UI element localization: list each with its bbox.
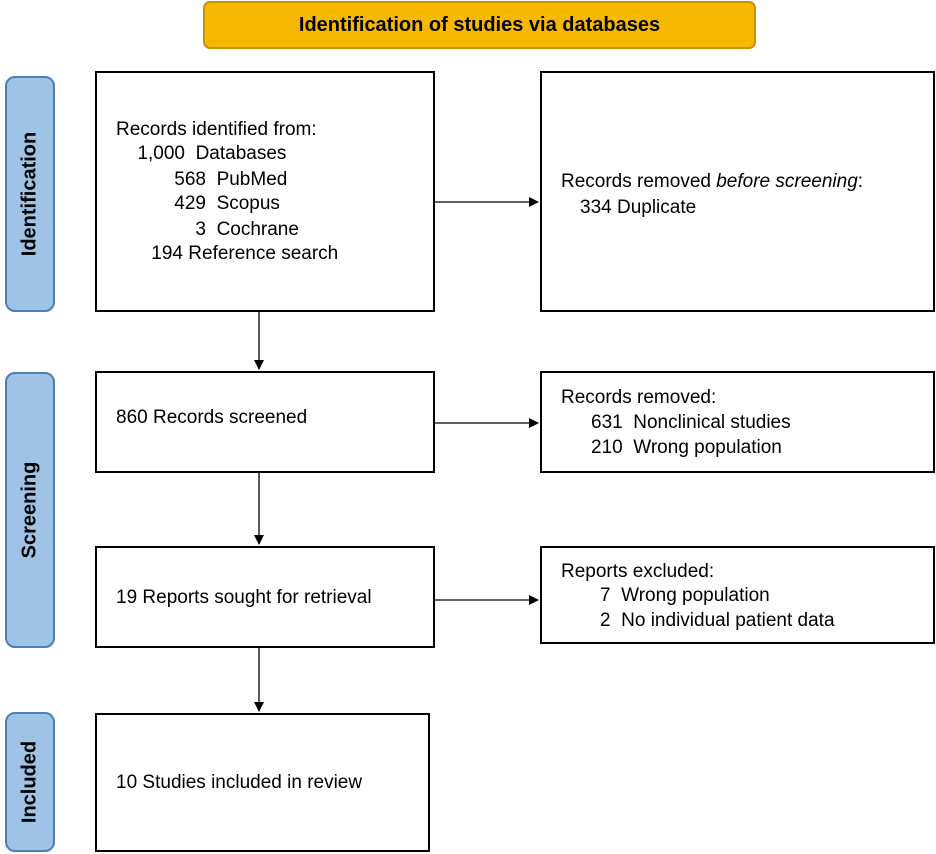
records-screened-label: Records screened: [152, 407, 308, 428]
reports-sought-row: 19 Reports sought for retrieval: [116, 586, 372, 610]
duplicate-label: Duplicate: [616, 197, 697, 218]
removed-before-heading: Records removed before screening:: [561, 170, 863, 194]
scopus-row: 429 Scopus: [97, 192, 280, 216]
records-screened-count: 860: [116, 407, 148, 428]
studies-included-count: 10: [116, 772, 138, 793]
reports-sought-box: 19 Reports sought for retrieval: [95, 546, 435, 648]
removed-before-emph: before screening: [716, 171, 858, 192]
excluded-wrong-population-label: Wrong population: [621, 585, 770, 606]
records-removed-heading: Records removed:: [561, 387, 717, 408]
studies-included-row: 10 Studies included in review: [116, 771, 362, 795]
databases-count: 1,000: [137, 143, 185, 164]
records-identified-box: Records identified from: 1,000 Databases…: [95, 71, 435, 312]
no-patient-data-label: No individual patient data: [621, 610, 835, 631]
duplicate-row: 334 Duplicate: [580, 196, 696, 220]
stage-screening: Screening: [5, 372, 55, 648]
removed-before-suffix: :: [857, 171, 864, 192]
excluded-wrong-population-count: 7: [600, 585, 611, 606]
cochrane-label: Cochrane: [216, 219, 299, 240]
reports-excluded-box: Reports excluded: 7 Wrong population 2 N…: [540, 546, 935, 644]
nonclinical-label: Nonclinical studies: [633, 412, 791, 433]
reports-excluded-heading: Reports excluded:: [561, 561, 715, 582]
cochrane-count: 3: [195, 219, 206, 240]
reports-sought-count: 19: [116, 587, 138, 608]
studies-included-box: 10 Studies included in review: [95, 713, 430, 852]
stage-identification-label: Identification: [18, 131, 41, 257]
records-removed-box: Records removed: 631 Nonclinical studies…: [540, 371, 935, 473]
pubmed-label: PubMed: [216, 169, 288, 190]
wrong-population-row: 210 Wrong population: [591, 436, 782, 460]
cochrane-row: 3 Cochrane: [97, 218, 299, 242]
stage-included-label: Included: [18, 740, 41, 824]
nonclinical-count: 631: [591, 412, 623, 433]
stage-identification: Identification: [5, 76, 55, 312]
removed-before-prefix: Records removed: [561, 171, 717, 192]
records-screened-box: 860 Records screened: [95, 371, 435, 473]
stage-included: Included: [5, 712, 55, 852]
reference-count: 194: [151, 243, 183, 264]
wrong-population-count: 210: [591, 437, 623, 458]
duplicate-count: 334: [580, 197, 612, 218]
pubmed-row: 568 PubMed: [97, 168, 287, 192]
pubmed-count: 568: [174, 169, 206, 190]
databases-row: 1,000 Databases: [97, 142, 286, 166]
scopus-label: Scopus: [216, 193, 280, 214]
databases-label: Databases: [195, 143, 287, 164]
reference-row: 194 Reference search: [97, 242, 338, 266]
stage-screening-label: Screening: [18, 461, 41, 559]
records-screened-row: 860 Records screened: [116, 406, 307, 430]
studies-included-label: Studies included in review: [142, 772, 363, 793]
no-patient-data-count: 2: [600, 610, 611, 631]
header-banner: Identification of studies via databases: [203, 1, 756, 49]
scopus-count: 429: [174, 193, 206, 214]
reports-sought-label: Reports sought for retrieval: [142, 587, 372, 608]
no-patient-data-row: 2 No individual patient data: [600, 609, 835, 633]
nonclinical-row: 631 Nonclinical studies: [591, 411, 791, 435]
records-identified-heading: Records identified from:: [116, 119, 317, 140]
reference-label: Reference search: [188, 243, 339, 264]
wrong-population-label: Wrong population: [633, 437, 782, 458]
header-title: Identification of studies via databases: [298, 13, 661, 36]
excluded-wrong-population-row: 7 Wrong population: [600, 584, 770, 608]
removed-before-screening-box: Records removed before screening: 334 Du…: [540, 71, 935, 312]
